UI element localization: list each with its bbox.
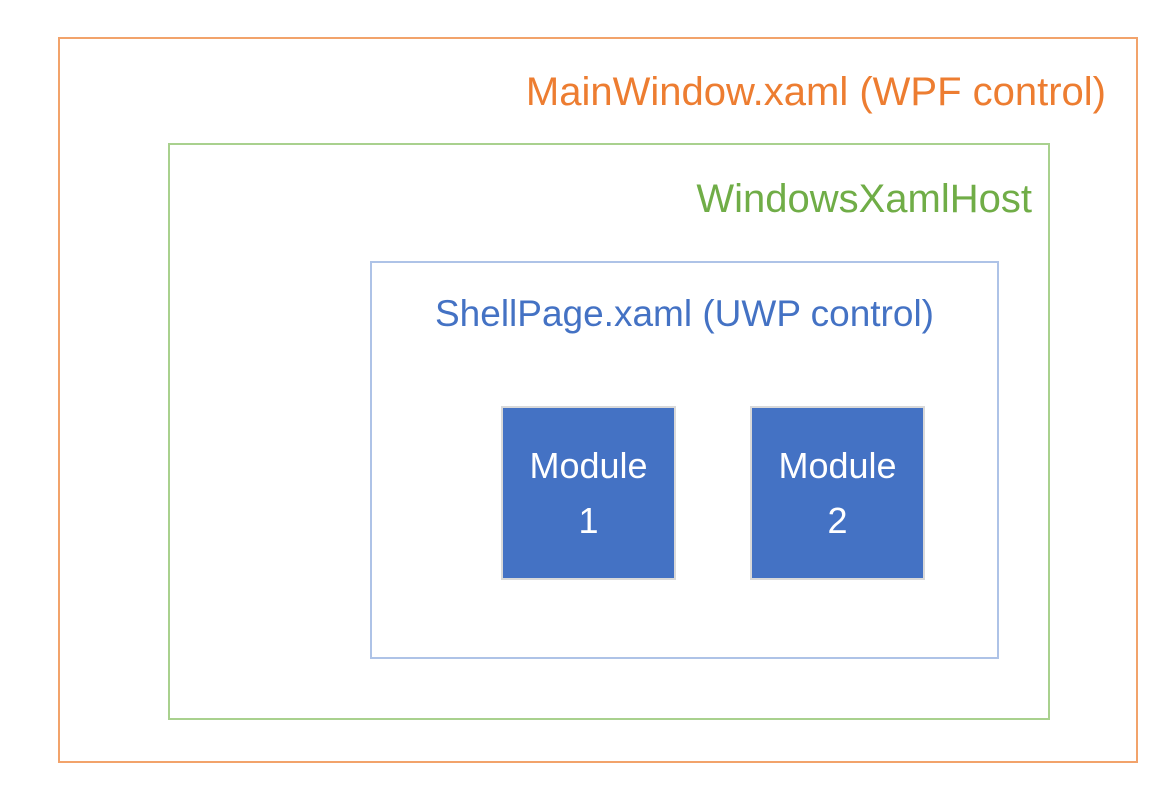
mainwindow-wpf-label: MainWindow.xaml (WPF control) [525,70,1106,114]
module-1-label-line1: Module [529,445,648,486]
module-2-label-line1: Module [778,445,897,486]
windows-xaml-host-box: WindowsXamlHost [168,143,1050,720]
mainwindow-wpf-box: MainWindow.xaml (WPF control) WindowsXam… [58,37,1138,763]
module-2-label-line2: 2 [827,500,848,541]
module-1-box: Module 1 [501,406,676,580]
windows-xaml-host-label: WindowsXamlHost [696,177,1032,221]
module-1-label-line2: 1 [578,500,599,541]
shellpage-uwp-box: ShellPage.xaml (UWP control) [370,261,999,659]
module-2-box: Module 2 [750,406,925,580]
shellpage-uwp-label: ShellPage.xaml (UWP control) [435,293,934,334]
